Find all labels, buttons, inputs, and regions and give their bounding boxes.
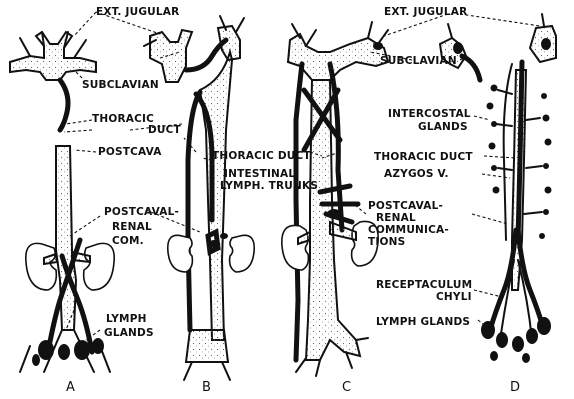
postcava-b [200, 52, 232, 340]
label-chyli: CHYLI [436, 291, 472, 303]
panel-label-d: D [510, 380, 520, 395]
label-tions: TIONS [368, 236, 405, 248]
jugular-subclavian-veins-d [440, 14, 556, 80]
label-subclavian-left: SUBCLAVIAN [82, 79, 159, 91]
label-intestinal: INTESTINAL [224, 168, 295, 180]
label-glands-a: GLANDS [104, 327, 154, 339]
label-lymph-a: LYMPH [106, 313, 147, 325]
label-postcava: POSTCAVA [98, 146, 162, 158]
labels: EXT. JUGULAR EXT. JUGULAR SUBCLAVIAN SUB… [82, 6, 473, 339]
label-ext-jugular-left: EXT. JUGULAR [96, 6, 179, 18]
label-postcaval-c: POSTCAVAL- [368, 200, 443, 212]
label-receptaculum: RECEPTACULUM [376, 279, 472, 291]
label-thoracic-duct-d: THORACIC DUCT [374, 151, 473, 163]
label-subclavian-right: SUBCLAVIAN [380, 55, 457, 67]
label-com-a: COM. [112, 235, 144, 247]
panel-label-b: B [202, 380, 211, 395]
label-thoracic-a: THORACIC [92, 113, 154, 125]
label-thoracic-duct-b: THORACIC DUCT [212, 150, 311, 162]
label-postcaval-a: POSTCAVAL- [104, 206, 179, 218]
label-glands-d: GLANDS [418, 121, 468, 133]
label-lymph-trunks: LYMPH. TRUNKS [220, 180, 318, 192]
label-duct-a: DUCT [148, 124, 182, 136]
label-renal-a: RENAL [112, 221, 152, 233]
label-lymph-glands-d: LYMPH GLANDS [376, 316, 470, 328]
label-renal-c: RENAL [376, 212, 416, 224]
label-communica: COMMUNICA- [368, 224, 449, 236]
panel-label-a: A [66, 380, 75, 395]
receptaculum-chyli-d [481, 230, 551, 363]
label-azygos: AZYGOS V. [384, 168, 449, 180]
iliac-branches-b [184, 330, 230, 380]
diagram-d: D [440, 14, 556, 395]
label-intercostal: INTERCOSTAL [388, 108, 471, 120]
panel-label-c: C [342, 380, 351, 395]
label-ext-jugular-right: EXT. JUGULAR [384, 6, 467, 18]
